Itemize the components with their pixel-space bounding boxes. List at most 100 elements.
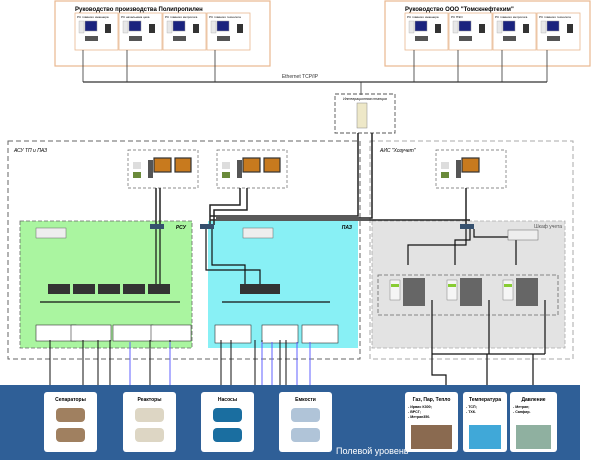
network-cable <box>209 188 241 225</box>
integration-station-label: Интеграционная станция <box>343 97 387 101</box>
io-module <box>123 284 145 294</box>
server-icon <box>356 102 368 129</box>
flow-computer <box>460 278 482 306</box>
field-card: Насосы <box>201 392 254 452</box>
field-card: Сепараторы <box>44 392 97 452</box>
field-card: Температура- ТСП;- ТХК. <box>463 392 507 452</box>
power-supply <box>507 229 539 241</box>
field-level-label: Полевой уровень <box>336 446 409 456</box>
monitor-icon <box>502 20 516 32</box>
operator-workstation <box>435 149 507 189</box>
field-card-title: Емкости <box>295 397 316 403</box>
field-card-title: Сепараторы <box>55 397 86 403</box>
network-cable <box>213 188 248 225</box>
printer-icon <box>415 36 428 41</box>
flow-computer <box>403 278 425 306</box>
network-cable <box>210 133 359 217</box>
field-card-line: - Ирвис К300; <box>408 405 432 409</box>
management-tomskneftekhim: Руководство ООО "Томскнефтехим" PC главн… <box>384 0 591 67</box>
printer-icon <box>459 36 472 41</box>
station-label: PC главного инженера <box>77 15 109 19</box>
io-cabinet <box>214 324 252 344</box>
printer-icon <box>85 36 98 41</box>
network-cable <box>205 229 261 285</box>
monitor-icon <box>458 20 472 32</box>
io-cabinet <box>70 324 112 342</box>
printer-icon <box>129 36 142 41</box>
monitor-icon <box>153 157 172 173</box>
integration-station: Интеграционная станция <box>334 93 396 134</box>
monitor-icon <box>461 157 480 173</box>
io-cabinet <box>112 324 154 342</box>
station-label: PC главного метролога <box>495 15 528 19</box>
instrument-photo <box>516 425 551 449</box>
equipment-icon <box>291 428 320 442</box>
field-card: Давление - Метран;- Сапфир. <box>510 392 557 452</box>
printer-icon <box>503 36 516 41</box>
station-label: PC главного инженера <box>407 15 439 19</box>
management-polypropylene: Руководство производства Полипропилен PC… <box>54 0 271 67</box>
station-label: PC главного технолога <box>539 15 571 19</box>
field-card-title: Давление <box>521 397 545 403</box>
zone-ais <box>369 140 574 360</box>
ups-icon <box>149 24 155 33</box>
ethernet-label: Ethernet TCP/IP <box>282 74 319 80</box>
monitor-icon <box>242 157 261 173</box>
field-card-line: - ВРСГ; <box>408 410 421 414</box>
field-card-line: - Метран; <box>513 405 529 409</box>
monitor-icon <box>216 20 230 32</box>
station-box: PC главного инженера <box>404 12 449 51</box>
network-cable <box>407 229 467 265</box>
network-cable <box>473 229 517 265</box>
ethernet-bus: Ethernet TCP/IP <box>82 50 548 95</box>
station-box: PC главного инженера <box>74 12 119 51</box>
monitor-icon <box>84 20 98 32</box>
io-module <box>240 284 280 294</box>
monitor-icon <box>128 20 142 32</box>
field-card-title: Температура <box>469 397 501 403</box>
monitor-icon <box>174 157 192 173</box>
ups-icon <box>523 24 529 33</box>
equipment-icon <box>291 408 320 422</box>
ups-icon <box>193 24 199 33</box>
instrument-photo <box>411 425 452 449</box>
network-switch-icon <box>150 224 164 229</box>
printer-icon <box>441 162 449 169</box>
monitor-icon <box>172 20 186 32</box>
printer-icon <box>547 36 560 41</box>
zone-asu-label: АСУ ТП и ПАЗ <box>13 148 47 154</box>
field-card-line: - ТСП; <box>466 405 477 409</box>
management-tomskneftekhim-title: Руководство ООО "Томскнефтехим" <box>405 6 514 13</box>
ups-icon <box>435 24 441 33</box>
ups-icon <box>567 24 573 33</box>
printer-icon <box>217 36 230 41</box>
zone-paz-label: ПАЗ <box>342 225 353 231</box>
instrument-photo <box>469 425 501 449</box>
io-module <box>48 284 70 294</box>
ups-icon <box>479 24 485 33</box>
printer-icon <box>173 36 186 41</box>
field-card-title: Реакторы <box>137 397 161 403</box>
station-label: PC ПЭО <box>451 15 463 19</box>
station-box: PC главного метролога <box>492 12 537 51</box>
station-box: PC главного технолога <box>206 12 251 51</box>
field-card: Реакторы <box>123 392 176 452</box>
operator-workstation <box>216 149 288 189</box>
network-cable <box>454 229 471 265</box>
field-card-line: - Сапфир. <box>513 410 531 414</box>
network-cable <box>216 133 373 219</box>
network-cable <box>211 229 246 285</box>
zone-asu <box>7 140 361 360</box>
equipment-icon <box>213 408 242 422</box>
station-label: PC главного метролога <box>165 15 198 19</box>
equipment-icon <box>56 408 85 422</box>
management-polypropylene-title: Руководство производства Полипропилен <box>75 7 203 13</box>
zone-metering-label: Шкаф учета <box>534 224 562 230</box>
equipment-icon <box>135 408 164 422</box>
io-cabinet <box>35 324 77 342</box>
printer-icon <box>133 162 141 169</box>
equipment-icon <box>213 428 242 442</box>
monitor-icon <box>414 20 428 32</box>
field-card-title: Газ, Пар, Тепло <box>413 397 451 403</box>
field-card-line: - Метран350. <box>408 415 430 419</box>
